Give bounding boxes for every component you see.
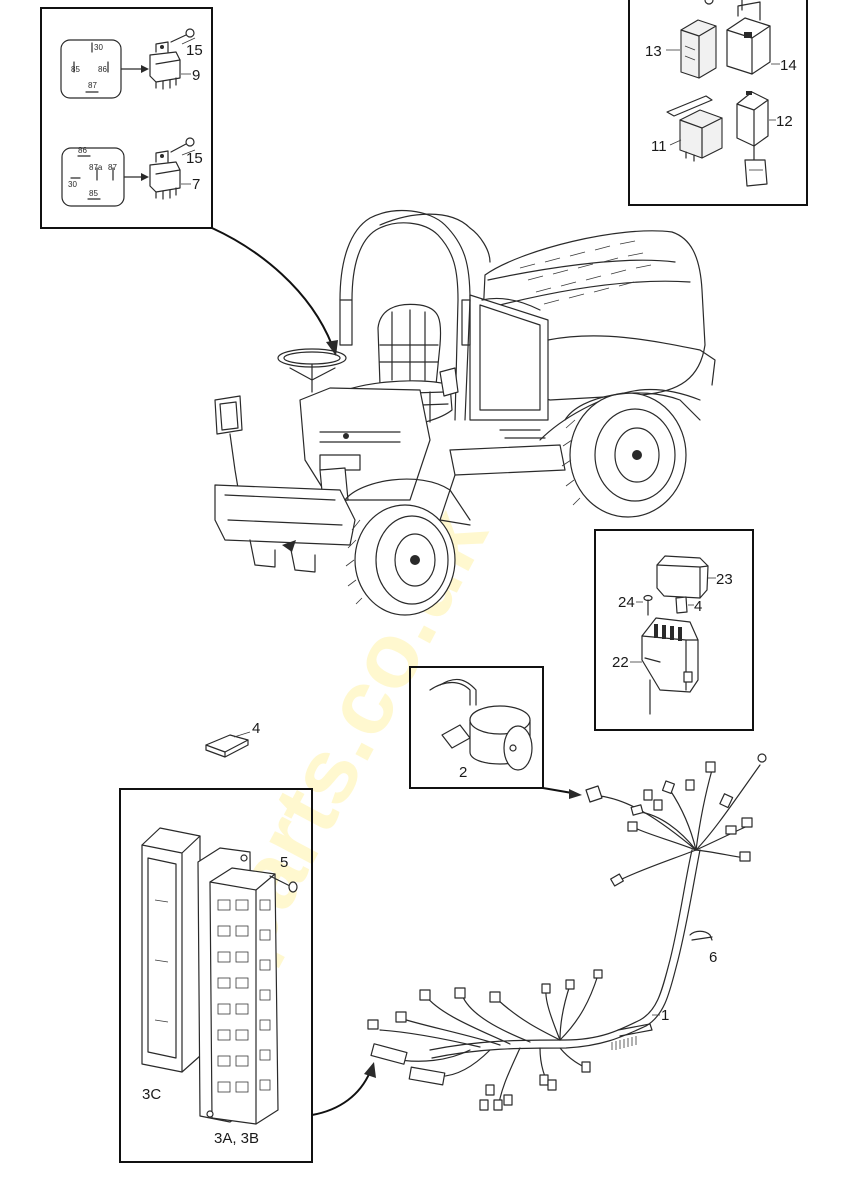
callout-3a-3b: 3A, 3B [214,1130,259,1147]
rear-wheel [561,392,701,518]
fuse-block-cover-3c [141,827,201,1073]
screw-5 [269,875,298,893]
callout-23: 23 [716,571,733,588]
relay-9 [149,41,181,90]
bolt-15-upper [170,28,196,45]
callout-13: 13 [645,43,662,60]
tractor-illustration [214,209,716,616]
callout-5: 5 [280,854,288,871]
front-wheel [344,478,471,616]
callout-6: 6 [709,949,717,966]
control-unit-box: 13 14 11 1 [628,0,808,206]
relay-detail-frame [40,7,213,229]
relay2-pin-87a: 87a [89,163,103,172]
buzzer-2 [441,705,533,771]
relay-pinout-diagram-1: 30 85 86 87 [60,39,122,99]
relay-detail-box: 30 85 86 87 15 9 [40,7,213,229]
relay2-pin-86: 86 [78,146,87,155]
callout-1: 1 [661,1007,669,1024]
relay2-pin-85: 85 [89,189,98,198]
callout-12: 12 [776,113,793,130]
buzzer-box: 2 [409,666,544,789]
relay1-pin-87: 87 [88,81,97,90]
hood-grille [519,240,652,305]
fuse-holder-box: 23 24 4 22 [594,529,754,731]
relay1-pin-30: 30 [94,43,103,52]
relay1-pin-86: 86 [98,65,107,74]
callout-4-box: 4 [694,598,702,615]
harness-bottom-connectors [367,969,603,1111]
relay2-pin-87: 87 [108,163,117,172]
callout-22: 22 [612,654,629,671]
fuse-block-3a-3b [197,847,279,1125]
relay-location-arrow [211,227,333,346]
buzzer-frame [409,666,544,789]
callout-11: 11 [651,138,667,155]
fuse-4-small [675,596,688,614]
steering-wheel [277,348,347,393]
fuse-block-frame [119,788,313,1163]
callout-7: 7 [192,176,200,193]
callout-15-upper: 15 [186,42,203,59]
fuse-slots [217,899,271,1093]
callout-14: 14 [780,57,797,74]
screw-24 [643,594,653,616]
module-12 [736,91,769,187]
module-11 [666,95,723,162]
callout-15-lower: 15 [186,150,203,167]
cable-tie-6 [689,930,713,941]
relay-7 [149,150,181,200]
callout-9: 9 [192,67,200,84]
relay1-pin-85: 85 [71,65,80,74]
relay2-pin-30: 30 [68,180,77,189]
fuse-block-location-arrow [311,1071,371,1116]
fuse-cover-23 [656,555,709,599]
fuse-4-loose [205,731,251,758]
control-unit-frame [628,0,808,206]
fuse-base-22 [641,617,699,715]
callout-3c: 3C [142,1086,161,1103]
module-13 [680,19,717,79]
callout-4-loose: 4 [252,720,260,737]
bolt-15-lower [170,137,196,156]
relay-pinout-diagram-2: 86 87a 87 30 85 [61,146,125,207]
callout-2: 2 [459,764,467,781]
fuse-block-box: 3C [119,788,313,1163]
harness-top-connectors [585,753,767,887]
wiring-harness-1 [367,753,767,1111]
callout-24: 24 [618,594,635,611]
module-14 [726,1,771,75]
fuse-holder-frame [594,529,754,731]
